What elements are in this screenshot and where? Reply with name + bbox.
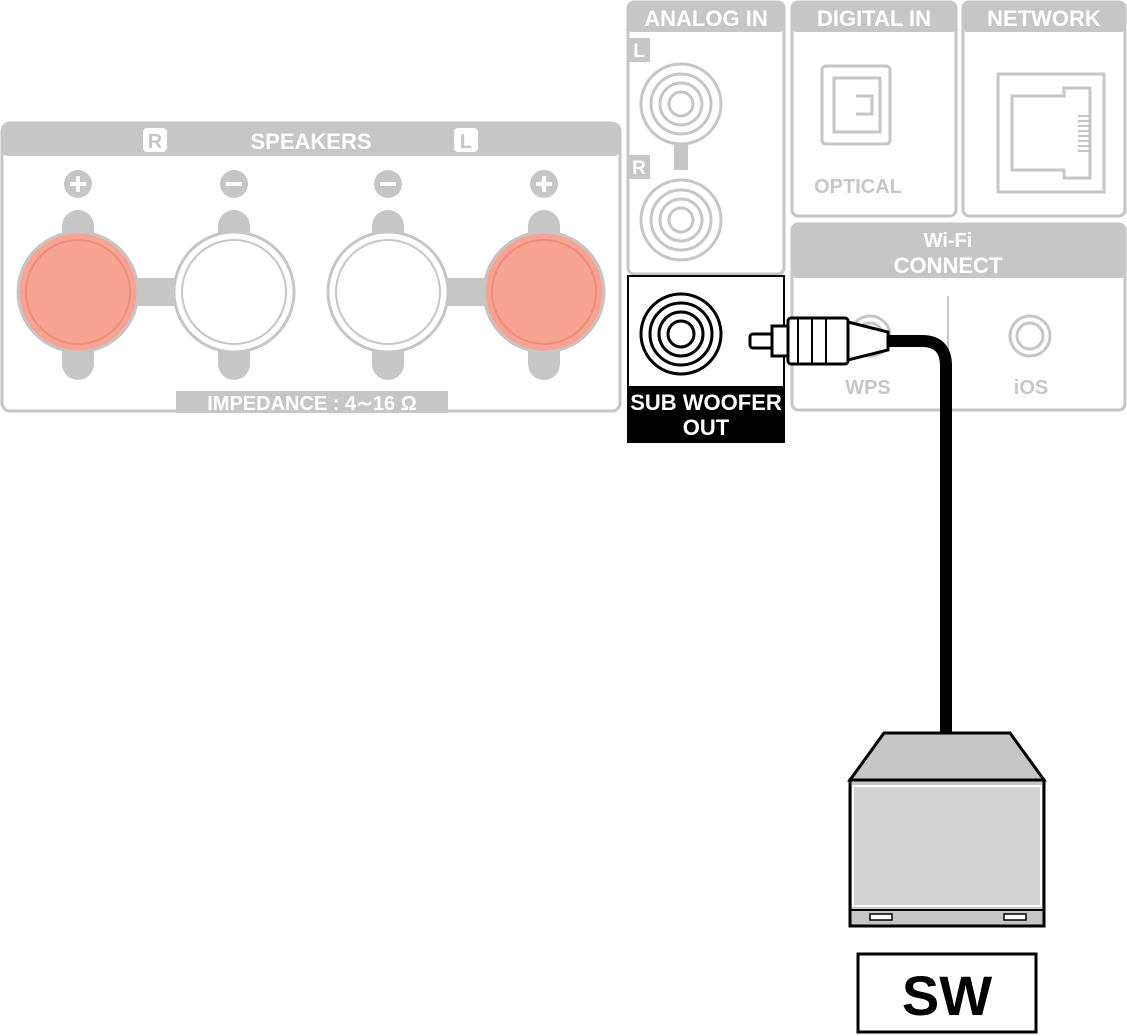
analog-right-badge-label: R <box>632 158 646 179</box>
left-channel-badge-label: L <box>460 131 472 153</box>
rca-plug <box>748 316 890 366</box>
plus-icon <box>530 170 558 198</box>
rca-cable[interactable] <box>748 316 952 740</box>
analog-in-panel: ANALOG IN L R <box>626 0 786 276</box>
right-channel-badge <box>143 128 167 152</box>
analog-in-right-jack[interactable] <box>639 178 723 262</box>
minus-icon <box>220 170 248 198</box>
speaker-terminal-r-minus[interactable] <box>172 230 296 354</box>
sub-woofer-out-panel: SUB WOOFER OUT <box>627 275 785 443</box>
impedance-bar <box>176 391 448 413</box>
minus-icon <box>374 170 402 198</box>
subwoofer-label-box: SW <box>856 952 1038 1034</box>
speaker-terminal-l-minus[interactable] <box>326 230 450 354</box>
wifi-connect-title-line2: CONNECT <box>894 253 1003 278</box>
speakers-panel: R SPEAKERS L <box>0 121 622 415</box>
subwoofer-foot-left <box>869 913 893 921</box>
subwoofer-foot-right <box>1003 913 1027 921</box>
left-channel-badge <box>454 128 478 152</box>
digital-in-title: DIGITAL IN <box>817 6 931 31</box>
speakers-title: SPEAKERS <box>250 129 371 154</box>
network-header <box>963 2 1125 32</box>
wifi-connect-header <box>792 224 1125 278</box>
analog-left-badge <box>628 38 650 62</box>
analog-right-badge <box>628 155 650 179</box>
wifi-connect-title-line1: Wi-Fi <box>924 230 973 252</box>
impedance-label: IMPEDANCE : 4∼16 Ω <box>207 393 417 415</box>
optical-port[interactable] <box>820 64 892 146</box>
analog-in-header <box>628 2 784 32</box>
digital-in-panel: DIGITAL IN OPTICAL <box>790 0 958 218</box>
speaker-terminal-r-plus[interactable] <box>16 230 140 354</box>
sub-woofer-out-label-bg <box>628 386 784 442</box>
ethernet-pins <box>1078 115 1090 152</box>
digital-in-header <box>792 2 956 32</box>
ethernet-port[interactable] <box>996 72 1106 194</box>
analog-in-left-jack[interactable] <box>639 62 723 146</box>
subwoofer-top <box>847 731 1047 782</box>
cable-line <box>884 335 952 740</box>
right-channel-badge-label: R <box>148 131 163 153</box>
sub-woofer-out-label-line2: OUT <box>683 415 730 440</box>
plus-icon <box>64 170 92 198</box>
analog-left-badge-label: L <box>633 41 645 62</box>
optical-label: OPTICAL <box>814 176 902 198</box>
ios-button[interactable] <box>1008 314 1052 358</box>
subwoofer-grille <box>852 785 1042 907</box>
wps-label: WPS <box>845 377 891 399</box>
sub-woofer-out-label-line1: SUB WOOFER <box>630 390 782 415</box>
subwoofer-label: SW <box>902 964 992 1027</box>
analog-in-title: ANALOG IN <box>644 6 767 31</box>
analog-jack-link <box>674 140 688 170</box>
network-title: NETWORK <box>987 6 1101 31</box>
network-panel: NETWORK <box>961 0 1127 218</box>
ios-label: iOS <box>1014 377 1048 399</box>
subwoofer-device <box>847 731 1047 928</box>
speaker-terminal-l-plus[interactable] <box>482 230 606 354</box>
sub-woofer-out-jack[interactable] <box>639 292 723 376</box>
